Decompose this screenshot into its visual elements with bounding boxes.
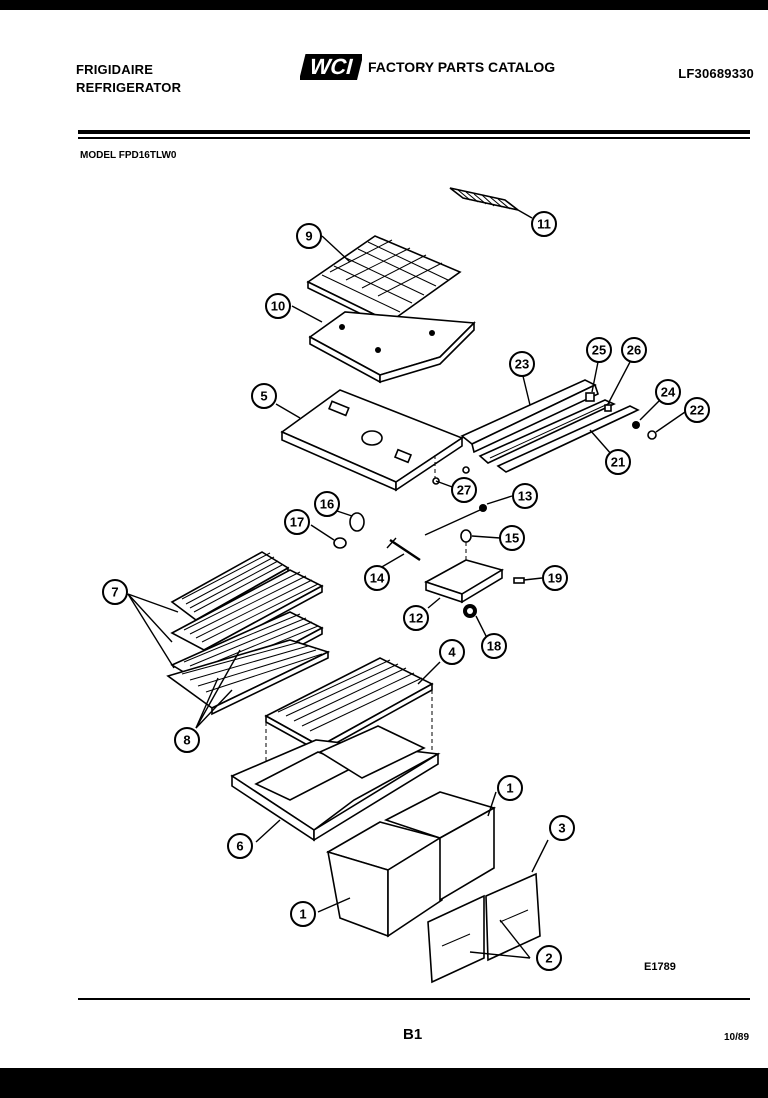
footer-rule: [78, 998, 750, 1000]
part-18-gear: [463, 604, 487, 637]
catalog-date: 10/89: [724, 1032, 750, 1043]
svg-text:6: 6: [236, 839, 243, 854]
callout-19: 19: [542, 565, 568, 591]
svg-text:16: 16: [320, 497, 334, 512]
part-5-freezer-shelf: [275, 389, 464, 492]
callout-17: 17: [284, 509, 310, 535]
svg-text:1: 1: [299, 907, 306, 922]
part-10-shelf-cover: [291, 305, 476, 384]
part-27-screw: [432, 466, 470, 489]
svg-text:17: 17: [290, 515, 304, 530]
callout-5: 5: [251, 383, 277, 409]
callout-9: 9: [296, 223, 322, 249]
catalog-title: FACTORY PARTS CATALOG: [368, 59, 556, 75]
model-number: MODEL FPD16TLW0: [80, 150, 177, 161]
part-4-crisper-cover: [264, 657, 441, 776]
svg-text:24: 24: [661, 385, 676, 400]
part-6-crisper-frame: [230, 725, 441, 843]
callout-22: 22: [684, 397, 710, 423]
callout-14: 14: [364, 565, 390, 591]
part-23-rail: [460, 371, 599, 454]
svg-text:14: 14: [370, 571, 385, 586]
svg-text:8: 8: [183, 733, 190, 748]
svg-text:27: 27: [457, 483, 471, 498]
callout-21: 21: [605, 449, 631, 475]
callout-1-right: 1: [497, 775, 523, 801]
logo-text: WCI: [307, 54, 356, 79]
callout-12: 12: [403, 605, 429, 631]
svg-text:15: 15: [505, 531, 519, 546]
svg-text:23: 23: [515, 357, 529, 372]
svg-text:12: 12: [409, 611, 423, 626]
svg-text:21: 21: [611, 455, 625, 470]
callout-25: 25: [586, 337, 612, 363]
svg-text:10: 10: [271, 299, 285, 314]
svg-text:26: 26: [627, 343, 641, 358]
svg-text:2: 2: [545, 951, 552, 966]
part-21-rail: [478, 399, 640, 473]
svg-text:18: 18: [487, 639, 501, 654]
callout-13: 13: [512, 483, 538, 509]
svg-text:1: 1: [506, 781, 513, 796]
callout-11: 11: [531, 211, 557, 237]
svg-text:19: 19: [548, 571, 562, 586]
svg-text:5: 5: [260, 389, 267, 404]
part-16-17-bulb: [310, 510, 365, 549]
part-12-control-housing: [424, 559, 505, 609]
part-9-shelf-grille: [306, 235, 462, 330]
part-25-26-clips: [585, 361, 631, 412]
wci-logo: WCI: [300, 54, 362, 80]
product-type: REFRIGERATOR: [76, 80, 182, 95]
callout-7: 7: [102, 579, 128, 605]
part-14-rod: [379, 537, 421, 569]
header-rule-thin: [78, 137, 750, 139]
callout-18: 18: [481, 633, 507, 659]
callout-27: 27: [451, 477, 477, 503]
callout-8: 8: [174, 727, 200, 753]
brand-name: FRIGIDAIRE: [76, 62, 154, 77]
catalog-header: WCI FACTORY PARTS CATALOG: [300, 52, 555, 82]
svg-text:7: 7: [111, 585, 118, 600]
callout-4: 4: [439, 639, 465, 665]
callout-23: 23: [509, 351, 535, 377]
part-2-3-drawer-fronts: [427, 839, 549, 984]
callout-2: 2: [536, 945, 562, 971]
part-15-knob: [460, 529, 501, 570]
page-number: B1: [403, 1026, 423, 1043]
bottom-scan-border: [0, 1068, 768, 1098]
svg-text:13: 13: [518, 489, 532, 504]
part-13-knob: [424, 495, 513, 536]
callout-1-left: 1: [290, 901, 316, 927]
callout-3: 3: [549, 815, 575, 841]
svg-text:3: 3: [558, 821, 565, 836]
callout-16: 16: [314, 491, 340, 517]
part-7-8-shelves: [127, 551, 331, 729]
part-19-screw: [513, 577, 543, 584]
callout-26: 26: [621, 337, 647, 363]
callout-6: 6: [227, 833, 253, 859]
svg-text:11: 11: [537, 217, 551, 232]
header-rule-thick: [78, 130, 750, 134]
catalog-number: LF30689330: [678, 66, 754, 81]
part-1-crisper-drawers: [317, 791, 497, 938]
svg-text:22: 22: [690, 403, 704, 418]
figure-code: E1789: [644, 961, 676, 973]
callout-24: 24: [655, 379, 681, 405]
svg-text:25: 25: [592, 343, 606, 358]
part-24-22-screws: [632, 399, 686, 440]
callout-10: 10: [265, 293, 291, 319]
svg-text:9: 9: [305, 229, 312, 244]
part-11-grill: [449, 187, 533, 219]
top-scan-border: [0, 0, 768, 10]
svg-text:4: 4: [448, 645, 456, 660]
callout-15: 15: [499, 525, 525, 551]
